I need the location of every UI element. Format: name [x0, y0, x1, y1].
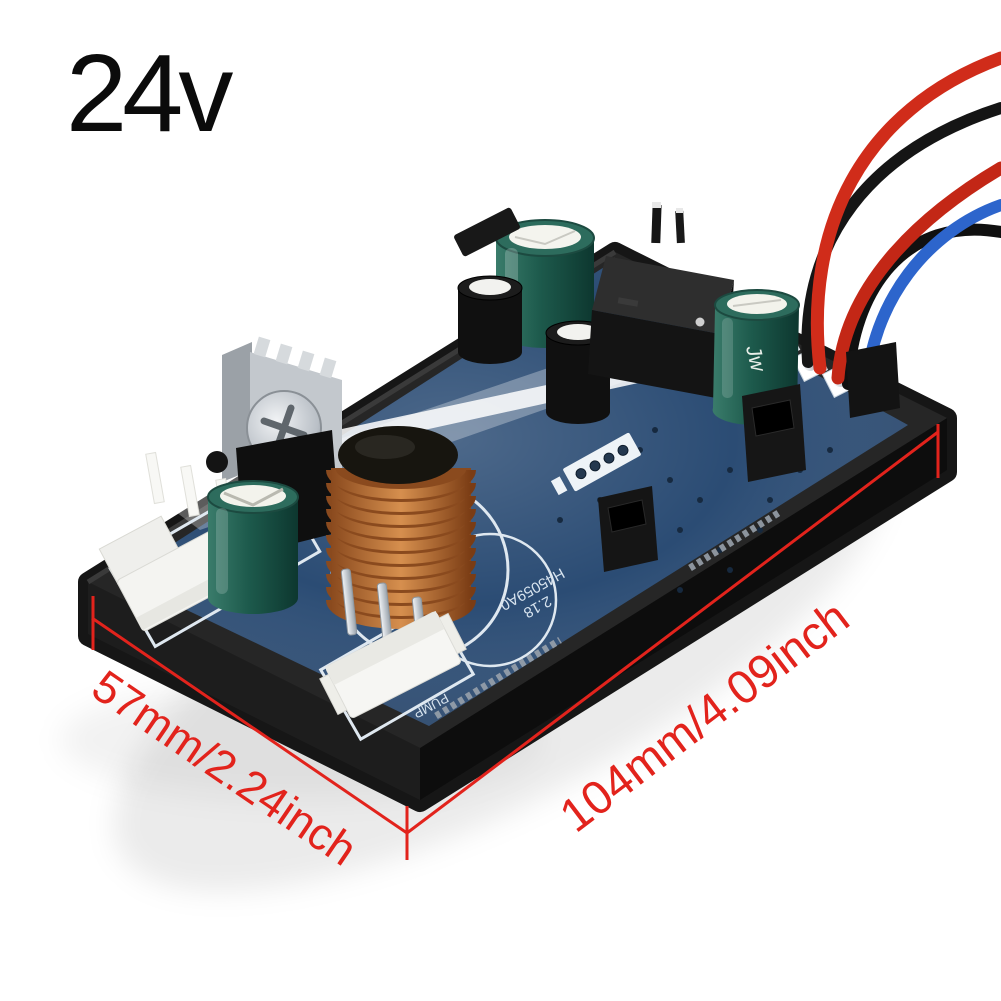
- heatsink-fins: [253, 336, 337, 379]
- capacitor-black-a: [457, 275, 523, 364]
- case-post-2: [846, 342, 900, 418]
- inductor: [326, 426, 476, 629]
- dimension-line-length: [406, 430, 939, 835]
- dimension-line-width: [91, 616, 408, 835]
- case-clips: [454, 207, 900, 572]
- edge-plating-strips: [434, 509, 782, 719]
- wire-black-1: [801, 102, 1001, 368]
- relay-dot: [695, 317, 705, 327]
- header-footprint: [550, 432, 641, 496]
- connector-pump: [319, 568, 467, 718]
- capacitor-green-left: [207, 480, 299, 614]
- wires: [801, 51, 1001, 400]
- wire-red-1: [810, 51, 1001, 375]
- voltage-label: 24v: [66, 32, 233, 155]
- small-black-cap: [206, 451, 228, 473]
- connector-pump-body: [319, 610, 467, 718]
- inductor-ferrite-top: [338, 426, 458, 484]
- relay: [588, 202, 734, 398]
- wire-red-2: [831, 161, 1001, 385]
- case-wall-right: [420, 418, 947, 800]
- case-post-3: [598, 486, 658, 572]
- case-clip-top: [454, 207, 520, 257]
- case-post-1: [742, 384, 806, 482]
- dimension-lines: [91, 424, 940, 860]
- inductor-windings: [326, 469, 476, 629]
